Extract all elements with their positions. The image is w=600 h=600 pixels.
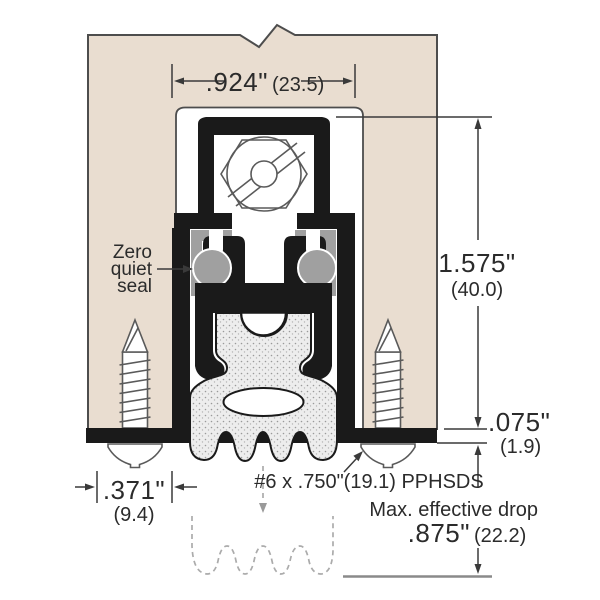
quiet-seal-label: Zero quiet seal [111,242,193,297]
drop-value: .875" [408,518,470,548]
left-screw-head [107,443,163,469]
flange-value: .371" [103,475,165,505]
dropped-seal-ghost [191,516,334,575]
clearance-value: .075" [488,407,550,437]
screw-washer-circle [226,136,302,212]
left-screw-threads [119,359,151,423]
right-screw-flute [378,327,392,352]
housing-shoulder-right [297,213,355,229]
screw-center [250,160,278,188]
height-dimension: 1.575" (40.0) [336,116,515,444]
clearance-dimension: .075" (1.9) [474,407,550,488]
flange-dimension: .371" (9.4) [75,471,197,526]
left-screw-flute [125,327,139,352]
seal-label-line3: seal [117,276,152,297]
width-dimension: .924" (23.5) [171,64,356,98]
foam-top-pocket [240,312,287,336]
screw-spec-text: #6 x .750"(19.1) PPHSDS [254,471,483,493]
housing-shoulder-left [174,213,232,229]
seal-label-line2: quiet [111,259,153,280]
carrier-channel [198,117,330,213]
drop-metric: (22.2) [474,525,526,547]
mounting-flange [86,428,437,443]
width-value: .924" [206,67,268,97]
left-screw [119,317,151,429]
drop-bar-hook-left [195,312,225,381]
clearance-metric: (1.9) [500,436,541,458]
max-drop-dimension: Max. effective drop .875" (22.2) [369,499,538,574]
drop-direction-arrowhead [259,503,267,513]
width-metric: (23.5) [272,74,324,96]
height-metric: (40.0) [451,279,503,301]
housing-wall-right [337,228,355,429]
adjustment-screw [220,136,308,212]
drop-bar-body [195,283,332,313]
foam-slot [222,387,305,417]
housing-wall-left [172,228,190,429]
screw-spec-label: #6 x .750"(19.1) PPHSDS [254,451,484,493]
right-screw-head [360,443,416,469]
right-screw-threads [372,359,404,423]
height-value: 1.575" [438,248,515,278]
right-screw-shaft [374,351,402,429]
drop-caption: Max. effective drop [369,499,538,521]
seal-label-line1: Zero [113,242,152,263]
quiet-seal-bulb-right [297,248,337,288]
right-screw [372,317,404,429]
quiet-seal-bulb-left [192,248,232,288]
flange-metric: (9.4) [113,504,154,526]
drop-bar-hook-right [302,312,332,381]
